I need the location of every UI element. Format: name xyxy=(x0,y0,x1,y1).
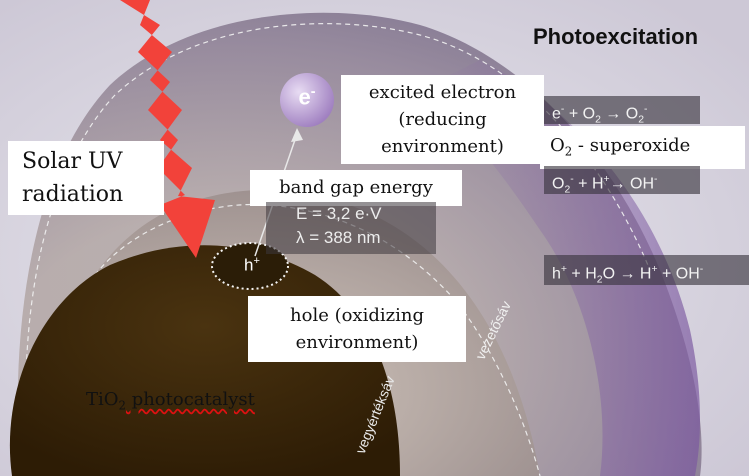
electron-sphere xyxy=(280,73,334,127)
energy-values: E = 3,2 e·V λ = 388 nm xyxy=(266,202,436,254)
solar-uv-arrow xyxy=(120,0,215,258)
reaction-superoxide-proton: O2- + H+→ OH- xyxy=(544,166,700,196)
diagram-title: Photoexcitation xyxy=(533,24,699,49)
reaction-hole-water: h+ + H2O → H+ + OH- xyxy=(544,255,749,286)
hole-symbol: h+ xyxy=(244,255,260,275)
hole-dotted-ring xyxy=(211,242,289,290)
superoxide-label: O2 - superoxide xyxy=(540,126,745,169)
reaction-electron-oxygen: e- + O2 → O2- xyxy=(544,96,700,126)
tio2-photocatalyst-label: TiO2 photocatalyst xyxy=(86,389,255,413)
excitation-arrowhead xyxy=(291,128,303,142)
conduction-band-purple-glow xyxy=(420,60,700,476)
electron-symbol: e- xyxy=(298,84,316,110)
band-gap-label: band gap energy xyxy=(250,170,462,206)
